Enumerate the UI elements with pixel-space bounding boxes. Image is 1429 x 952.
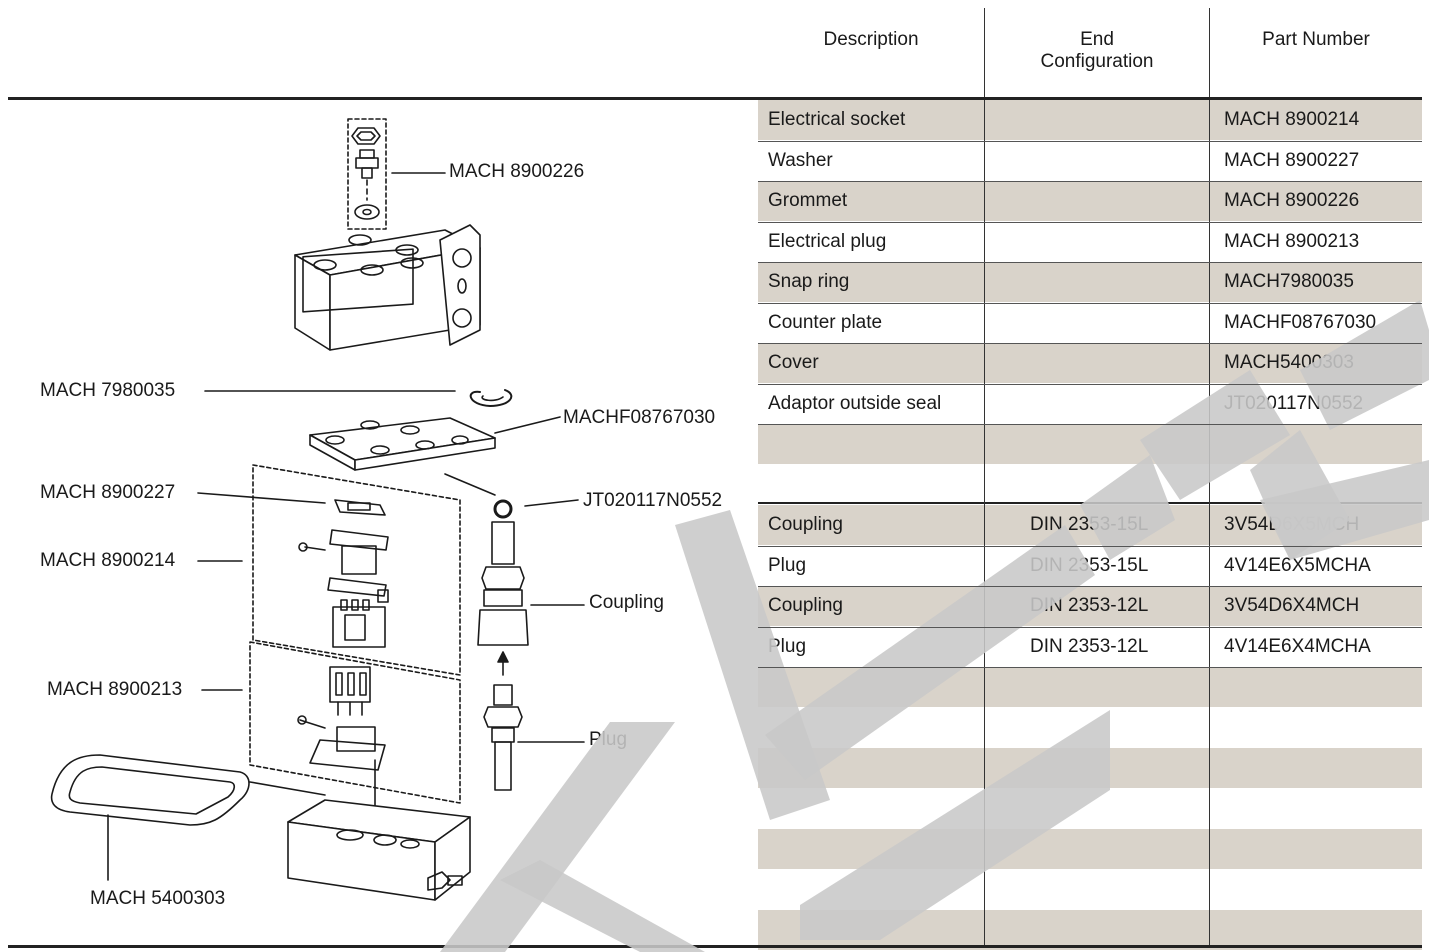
grommet-nut (351, 127, 381, 145)
row-separator (758, 667, 1422, 668)
callout-socket: MACH 8900214 (40, 550, 176, 571)
row-separator (758, 181, 1422, 182)
cell-description: Electrical plug (768, 230, 887, 252)
cell-description: Counter plate (768, 311, 883, 333)
column-divider (984, 8, 985, 945)
cell-description: Cover (768, 352, 819, 373)
cell-part-number: 3V54D6X4MCH (1224, 595, 1360, 616)
grommet-washer (354, 204, 380, 220)
plug-group-box (249, 641, 461, 804)
cell-part-number: MACH7980035 (1224, 271, 1354, 292)
cell-part-number: MACH 8900227 (1224, 149, 1360, 171)
cell-part-number: MACH 8900213 (1224, 230, 1360, 252)
cell-description: Washer (768, 149, 833, 171)
table-row (758, 789, 1422, 829)
cell-description: Grommet (768, 190, 848, 211)
header-part-number: Part Number (1262, 29, 1370, 50)
callout-cover: MACH 5400303 (90, 888, 226, 909)
table-row: Plug DIN 2353-12L 4V14E6X4MCHA (758, 627, 1422, 667)
leader-washer (197, 492, 326, 504)
cell-part-number: 4V14E6X5MCHA (1224, 554, 1371, 576)
cell-description: Coupling (768, 595, 843, 616)
row-separator (758, 221, 1422, 223)
table-row: Coupling DIN 2353-15L 3V54D6X5MCH (758, 505, 1422, 545)
table-row (758, 870, 1422, 910)
cell-description: Plug (768, 554, 807, 576)
row-separator (758, 140, 1422, 142)
table-row: Washer MACH 8900227 (758, 141, 1422, 181)
grommet-group-box (347, 118, 387, 230)
cell-end-configuration: DIN 2353-12L (1030, 635, 1149, 657)
cell-description: Plug (768, 635, 807, 657)
cell-part-number: MACH5400303 (1224, 352, 1354, 373)
cell-description: Electrical socket (768, 109, 906, 130)
cell-part-number: MACH 8900226 (1224, 190, 1360, 211)
table-row: Plug DIN 2353-15L 4V14E6X5MCHA (758, 546, 1422, 586)
cell-description: Adaptor outside seal (768, 392, 942, 414)
socket-connector (332, 606, 386, 648)
row-separator (758, 302, 1422, 304)
table-row (758, 910, 1422, 950)
callout-adaptor-seal: JT020117N0552 (583, 490, 723, 511)
row-separator (758, 586, 1422, 587)
table-row: Electrical socket MACH 8900214 (758, 100, 1422, 140)
callout-plug-elec: MACH 8900213 (47, 679, 183, 700)
header-rule (8, 97, 1422, 100)
table-row (758, 667, 1422, 707)
leader-counter-plate (494, 416, 561, 434)
cell-end-configuration: DIN 2353-15L (1030, 514, 1149, 535)
table-row: Cover MACH5400303 (758, 343, 1422, 383)
table-row: Coupling DIN 2353-12L 3V54D6X4MCH (758, 586, 1422, 626)
callout-grommet: MACH 8900226 (449, 161, 585, 182)
row-separator (758, 383, 1422, 385)
cell-part-number: 4V14E6X4MCHA (1224, 635, 1371, 657)
cell-part-number: MACHF08767030 (1224, 311, 1377, 333)
column-divider (1209, 8, 1210, 945)
plug (493, 684, 513, 706)
row-separator (758, 545, 1422, 547)
table-row (758, 465, 1422, 505)
cell-end-configuration: DIN 2353-15L (1030, 554, 1149, 576)
callout-coupling: Coupling (589, 592, 664, 613)
cell-part-number: MACH 8900214 (1224, 109, 1360, 130)
row-separator (758, 424, 1422, 425)
row-separator (758, 262, 1422, 263)
cell-end-configuration: DIN 2353-12L (1030, 595, 1149, 616)
header-description: Description (823, 29, 919, 50)
bottom-rule (8, 945, 1422, 948)
snap-ring (469, 389, 513, 407)
table-row: Snap ring MACH7980035 (758, 262, 1422, 302)
leader-adaptor-seal (524, 499, 579, 507)
row-separator (758, 626, 1422, 628)
exploded-diagram-svg (50, 118, 585, 901)
row-separator (758, 343, 1422, 344)
callout-plug: Plug (589, 729, 628, 750)
callout-counter-plate: MACHF08767030 (563, 407, 716, 428)
group-divider (758, 502, 1422, 504)
cell-description: Coupling (768, 514, 843, 535)
table-row: Adaptor outside seal JT020117N0552 (758, 384, 1422, 424)
adaptor-seal (493, 499, 513, 519)
cell-part-number: 3V54D6X5MCH (1224, 514, 1360, 535)
cell-description: Snap ring (768, 271, 850, 292)
table-row (758, 424, 1422, 464)
table-row: Counter plate MACHF08767030 (758, 303, 1422, 343)
cell-part-number: JT020117N0552 (1224, 392, 1364, 414)
exploded-diagram: MACH 8900226 MACH 7980035 MACHF08767030 … (0, 100, 756, 945)
callout-washer: MACH 8900227 (40, 482, 176, 503)
table-row (758, 708, 1422, 748)
header-end-configuration: End Configuration (1040, 29, 1154, 72)
coupling (491, 521, 515, 565)
callout-snap-ring: MACH 7980035 (40, 380, 176, 401)
table-row (758, 829, 1422, 869)
cover (50, 754, 250, 826)
table-row: Grommet MACH 8900226 (758, 181, 1422, 221)
socket-group-box (252, 464, 461, 676)
table-row (758, 748, 1422, 788)
table-row: Electrical plug MACH 8900213 (758, 222, 1422, 262)
